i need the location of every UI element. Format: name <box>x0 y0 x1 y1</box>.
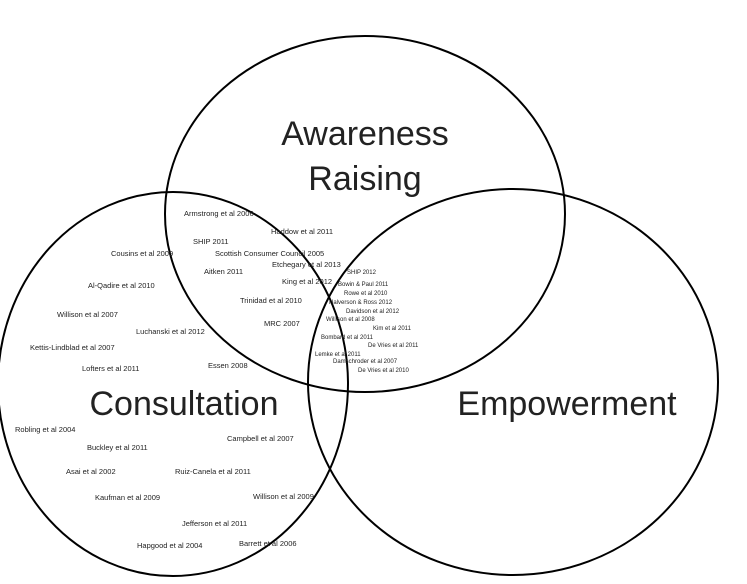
study-label: Lemke et al 2011 <box>315 352 361 358</box>
study-label: Barrett et al 2006 <box>239 539 297 548</box>
study-label: Aitken 2011 <box>204 267 243 276</box>
study-label: Kettis-Lindblad et al 2007 <box>30 343 115 352</box>
study-label: Etchegary et al 2013 <box>272 260 341 269</box>
study-label: King et al 2012 <box>282 277 332 286</box>
study-label: Damschroder et al 2007 <box>333 359 398 365</box>
study-label: SHIP 2012 <box>347 270 377 276</box>
study-label: Ruiz-Canela et al 2011 <box>175 467 251 476</box>
consultation-circle <box>0 191 349 577</box>
study-label: Bombard et al 2011 <box>321 335 374 341</box>
study-label: Asai et al 2002 <box>66 467 116 476</box>
study-label: Willison et al 2007 <box>57 310 118 319</box>
study-label: Willison et al 2009 <box>253 492 314 501</box>
study-label: Kaufman et al 2009 <box>95 493 160 502</box>
awareness-label-line1: Awareness <box>281 115 449 153</box>
study-label: De Vries et al 2011 <box>368 343 419 349</box>
study-label: Davidson et al 2012 <box>346 309 400 315</box>
study-label: Lofters et al 2011 <box>82 364 139 373</box>
study-label: Trinidad et al 2010 <box>240 296 302 305</box>
study-label: SHIP 2011 <box>193 237 229 246</box>
study-label: Robling et al 2004 <box>15 425 75 434</box>
study-label: Campbell et al 2007 <box>227 434 294 443</box>
study-label: Bowin & Paul 2011 <box>338 282 389 288</box>
study-label: Luchanski et al 2012 <box>136 327 205 336</box>
empowerment-label: Empowerment <box>457 385 677 423</box>
study-label: MRC 2007 <box>264 319 300 328</box>
study-label: Scottish Consumer Council 2005 <box>215 249 324 258</box>
awareness-raising-circle <box>164 35 566 393</box>
study-label: Kim et al 2011 <box>373 326 412 332</box>
empowerment-circle <box>307 188 719 576</box>
study-label: Buckley et al 2011 <box>87 443 148 452</box>
study-label: Cousins et al 2009 <box>111 249 173 258</box>
study-label: Rowe et al 2010 <box>344 291 388 297</box>
study-label: Essen 2008 <box>208 361 248 370</box>
study-label: De Vries et al 2010 <box>358 368 409 374</box>
consultation-label: Consultation <box>89 385 278 423</box>
study-label: Armstrong et al 2006 <box>184 209 254 218</box>
study-label: Willison et al 2008 <box>326 317 375 323</box>
study-label: Hapgood et al 2004 <box>137 541 202 550</box>
study-label: Jefferson et al 2011 <box>182 519 247 528</box>
awareness-label-line2: Raising <box>308 160 421 198</box>
study-label: Halverson & Ross 2012 <box>329 300 393 306</box>
study-label: Al-Qadire et al 2010 <box>88 281 155 290</box>
study-label: Haddow et al 2011 <box>271 227 333 236</box>
